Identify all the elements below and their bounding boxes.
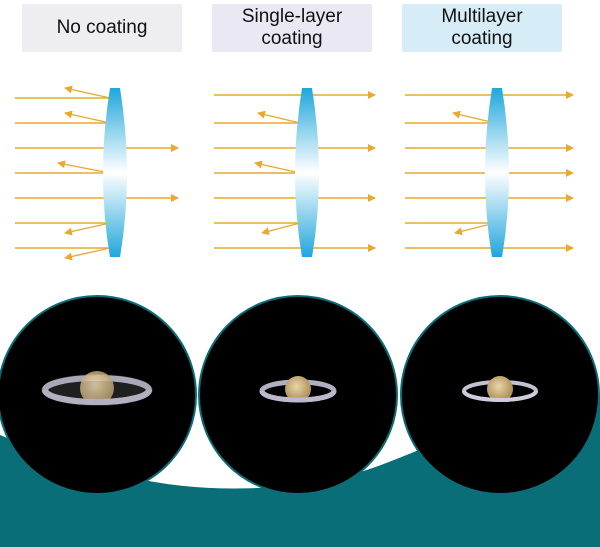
lens-diagram-no-coating: [15, 85, 179, 261]
label-line: Multilayer: [441, 6, 523, 27]
lens-icon: [103, 88, 127, 257]
label-line: Single-layer: [241, 6, 343, 27]
light-ray-icon: [15, 85, 179, 261]
lens-icon: [485, 88, 509, 257]
lens-icon: [295, 88, 319, 257]
label-line: coating: [261, 28, 323, 49]
label-no-coating: No coating: [22, 4, 182, 52]
label-multilayer-coating: Multilayer coating: [402, 4, 562, 52]
light-ray-icon: [214, 91, 376, 252]
label-line: coating: [451, 28, 513, 49]
saturn-view-no-coating: [0, 295, 197, 495]
saturn-icon: [259, 376, 337, 403]
saturn-icon: [462, 376, 538, 402]
lens-diagram-single-layer-coating: [214, 88, 376, 257]
telescope-views: [0, 295, 600, 547]
saturn-icon: [41, 371, 153, 406]
saturn-view-multilayer: [400, 295, 600, 495]
label-single-layer-coating: Single-layer coating: [212, 4, 372, 52]
label-line: No coating: [56, 17, 148, 38]
saturn-view-single-layer: [198, 295, 398, 495]
lens-diagram-multilayer-coating: [405, 88, 574, 257]
